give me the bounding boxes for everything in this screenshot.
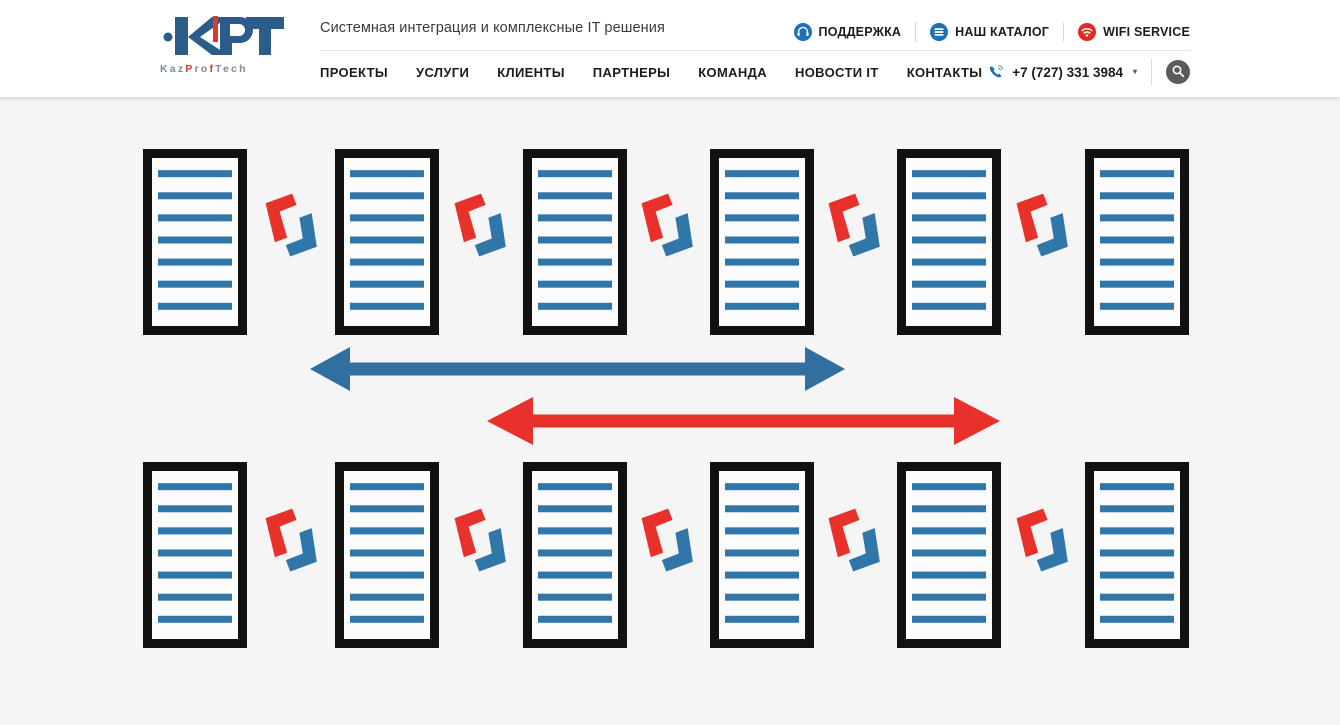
server-rack — [1085, 462, 1189, 648]
site-tagline: Системная интеграция и комплексные IT ре… — [320, 20, 665, 36]
server-rack — [523, 462, 627, 648]
sync-arc-red — [265, 193, 297, 243]
sync-arc-red — [828, 508, 860, 558]
nav-item-projects[interactable]: ПРОЕКТЫ — [320, 64, 389, 80]
server-rack — [523, 149, 627, 335]
top-link-catalog-label: НАШ КАТАЛОГ — [955, 25, 1050, 39]
sync-replication-icon — [265, 508, 317, 572]
server-rack — [897, 462, 1001, 648]
sync-replication-icon — [828, 508, 880, 572]
server-rack — [335, 149, 439, 335]
main-navigation: ПРОЕКТЫ УСЛУГИ КЛИЕНТЫ ПАРТНЕРЫ КОМАНДА … — [320, 58, 982, 86]
server-rack — [710, 149, 814, 335]
sync-arc-blue — [848, 213, 880, 257]
site-logo[interactable]: KazProfTech — [160, 13, 286, 81]
server-rack — [143, 462, 247, 648]
header-right-tools: +7 (727) 331 3984 ▾ — [987, 55, 1190, 89]
sync-replication-icon — [454, 508, 506, 572]
top-link-wifi-service-label: WIFI SERVICE — [1103, 25, 1190, 39]
top-link-wifi-service[interactable]: WIFI SERVICE — [1064, 23, 1190, 41]
nav-item-team[interactable]: КОМАНДА — [698, 64, 767, 80]
nav-item-clients[interactable]: КЛИЕНТЫ — [497, 64, 565, 80]
sync-replication-icon — [641, 508, 693, 572]
header-divider — [320, 50, 1190, 51]
sync-arc-red — [641, 193, 673, 243]
sync-replication-icon — [454, 193, 506, 257]
nav-item-partners[interactable]: ПАРТНЕРЫ — [592, 64, 671, 80]
nav-item-news-it[interactable]: НОВОСТИ IT — [794, 64, 879, 80]
page-content — [0, 97, 1340, 725]
top-links-divider-2 — [1063, 22, 1065, 42]
chevron-down-icon: ▾ — [1132, 67, 1137, 76]
sync-replication-icon — [641, 193, 693, 257]
server-rack — [897, 149, 1001, 335]
sync-replication-icon — [1016, 193, 1068, 257]
server-rack — [143, 149, 247, 335]
top-utility-links: ПОДДЕРЖКА НАШ КАТАЛОГ — [793, 20, 1190, 44]
header-inner: KazProfTech Системная интеграция и компл… — [150, 0, 1190, 97]
search-icon — [1171, 64, 1185, 81]
phone-icon — [987, 63, 1005, 81]
wifi-icon — [1078, 23, 1097, 41]
logo-subtitle: KazProfTech — [160, 63, 248, 75]
sync-arc-red — [1016, 508, 1048, 558]
sync-arc-blue — [1036, 528, 1068, 572]
nav-item-contacts[interactable]: КОНТАКТЫ — [906, 64, 983, 80]
top-links-divider-1 — [915, 22, 917, 42]
sync-arc-red — [1016, 193, 1048, 243]
server-rack — [1085, 149, 1189, 335]
sync-replication-icon — [1016, 508, 1068, 572]
sync-arc-red — [454, 508, 486, 558]
server-rack — [335, 462, 439, 648]
support-headset-icon — [793, 23, 812, 41]
header-tools-divider — [1151, 59, 1152, 85]
sync-arc-blue — [285, 528, 317, 572]
server-rack — [710, 462, 814, 648]
sync-arc-blue — [1036, 213, 1068, 257]
logo-mark-kpt — [160, 13, 286, 59]
sync-arc-blue — [285, 213, 317, 257]
nav-item-services[interactable]: УСЛУГИ — [416, 64, 470, 80]
sync-arc-blue — [474, 528, 506, 572]
red-bidirectional-arrow — [487, 397, 1000, 445]
catalog-list-icon — [930, 23, 949, 41]
phone-number: +7 (727) 331 3984 — [1012, 64, 1123, 80]
sync-replication-icon — [265, 193, 317, 257]
sync-arc-blue — [848, 528, 880, 572]
top-link-support[interactable]: ПОДДЕРЖКА — [793, 23, 916, 41]
search-button[interactable] — [1166, 60, 1190, 84]
server-rack-replication-diagram — [0, 97, 1340, 725]
top-link-catalog[interactable]: НАШ КАТАЛОГ — [916, 23, 1063, 41]
sync-replication-icon — [828, 193, 880, 257]
sync-arc-red — [265, 508, 297, 558]
site-header: KazProfTech Системная интеграция и компл… — [0, 0, 1340, 97]
phone-link[interactable]: +7 (727) 331 3984 ▾ — [987, 63, 1137, 81]
top-link-support-label: ПОДДЕРЖКА — [818, 25, 902, 39]
sync-arc-red — [454, 193, 486, 243]
sync-arc-blue — [474, 213, 506, 257]
sync-arc-red — [641, 508, 673, 558]
sync-arc-blue — [661, 213, 693, 257]
sync-arc-red — [828, 193, 860, 243]
sync-arc-blue — [661, 528, 693, 572]
blue-bidirectional-arrow — [310, 347, 845, 391]
